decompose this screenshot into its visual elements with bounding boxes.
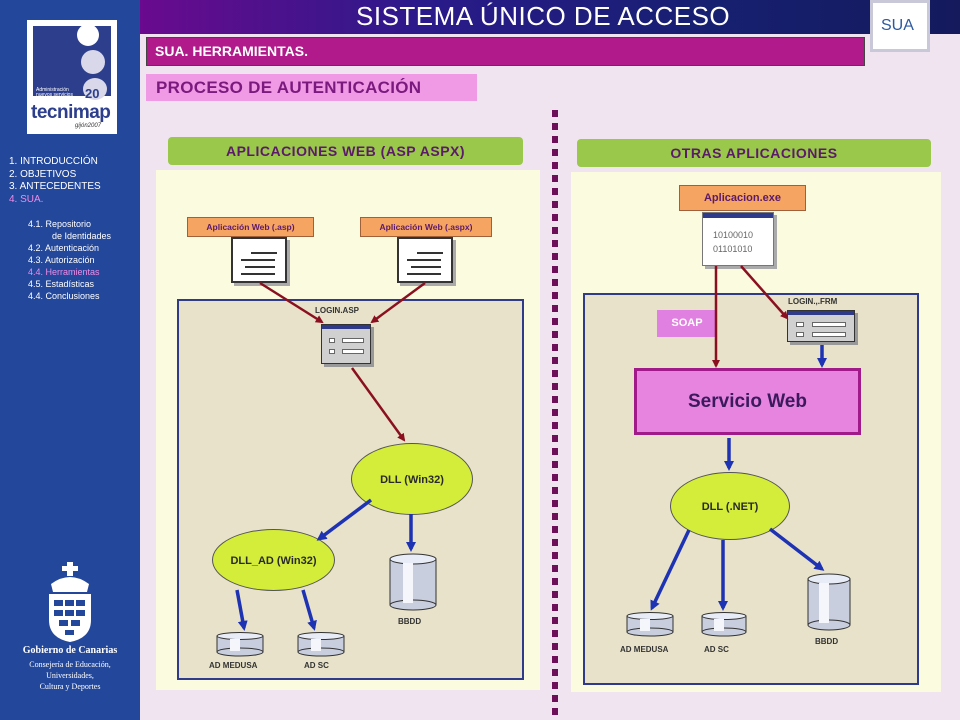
arrow-dll-to-bbdd (768, 527, 825, 571)
database-icon (216, 632, 264, 657)
servicio-web-node: Servicio Web (634, 368, 861, 435)
app-asp-label: Aplicación Web (.asp) (187, 217, 314, 237)
sua-logo-text: SUA (881, 17, 914, 34)
login-asp-label: LOGIN.ASP (315, 306, 360, 315)
arrow-exe-to-login (740, 265, 789, 320)
ad-medusa-label: AD MEDUSA (209, 661, 258, 670)
subnav-item-herramientas[interactable]: 4.4. Herramientas (28, 267, 100, 277)
gov-name: Gobierno de Canarias (22, 645, 118, 656)
dll-ad-win32-node: DLL_AD (Win32) (212, 529, 335, 591)
gov-dept-line: Universidades, (46, 671, 94, 680)
logo-place: gijón2007 (75, 123, 102, 129)
logo-admin-text: Administración nuevos servicios (36, 87, 73, 98)
nav-item-objetivos[interactable]: 2. OBJETIVOS (9, 168, 77, 180)
ad-sc-label: AD SC (304, 661, 329, 670)
binary-text: 01101010 (713, 244, 753, 254)
left-column-header: APLICACIONES WEB (ASP ASPX) (168, 137, 523, 165)
database-icon (807, 573, 851, 631)
crest-icon (49, 562, 91, 642)
document-icon (231, 237, 287, 283)
database-icon (389, 553, 437, 611)
sua-logo: SUA (870, 0, 930, 52)
section-tab: PROCESO DE AUTENTICACIÓN (146, 74, 477, 101)
arrow-asp-to-login (259, 281, 324, 324)
subnav-item-conclusiones[interactable]: 4.4. Conclusiones (28, 291, 100, 301)
subnav-item-repositorio[interactable]: 4.1. Repositorio (28, 219, 92, 229)
main-nav: 1. INTRODUCCIÓN 2. OBJETIVOS 3. ANTECEDE… (9, 156, 139, 206)
nav-item-introduccion[interactable]: 1. INTRODUCCIÓN (9, 156, 98, 167)
logo-number: 20 (85, 86, 100, 101)
subtitle-bar: SUA. HERRAMIENTAS. (146, 37, 865, 66)
ad-medusa-label: AD MEDUSA (620, 645, 669, 654)
arrow-dll-to-dllad (316, 498, 373, 541)
title-bar: SISTEMA ÚNICO DE ACCESO (140, 0, 960, 34)
arrow-dll-to-medusa (650, 529, 691, 611)
login-form-icon (787, 310, 855, 342)
gov-dept: Consejería de Educación, Universidades, … (0, 659, 140, 692)
gov-dept-line: Consejería de Educación, (29, 660, 111, 669)
tecnimap-logo: Administración nuevos servicios 20 tecni… (27, 20, 117, 134)
arrow-dllad-to-medusa (235, 589, 248, 631)
section-title: PROCESO DE AUTENTICACIÓN (156, 78, 422, 97)
logo-brand: tecnimap (31, 102, 111, 123)
right-column-header: OTRAS APLICACIONES (577, 139, 931, 167)
app-exe-label: Aplicacion.exe (679, 185, 806, 211)
nav-item-antecedentes[interactable]: 3. ANTECEDENTES (9, 181, 101, 192)
subtitle: SUA. HERRAMIENTAS. (155, 43, 308, 59)
database-icon (626, 612, 674, 637)
dll-net-node: DLL (.NET) (670, 472, 790, 540)
gov-dept-line: Cultura y Deportes (39, 682, 101, 691)
page-title: SISTEMA ÚNICO DE ACCESO (356, 1, 731, 31)
subnav-item-autenticacion[interactable]: 4.2. Autenticación (28, 243, 100, 253)
ad-sc-label: AD SC (704, 645, 729, 654)
database-icon (297, 632, 345, 657)
executable-window-icon: 10100010 01101010 (702, 212, 774, 266)
subnav-item-identidades[interactable]: de Identidades (52, 231, 112, 241)
database-icon (701, 612, 747, 637)
login-frm-label: LOGIN.,.FRM (788, 297, 838, 306)
subnav-item-autorizacion[interactable]: 4.3. Autorización (28, 255, 95, 265)
sidebar: Administración nuevos servicios 20 tecni… (0, 0, 140, 720)
login-form-icon (321, 324, 371, 364)
app-aspx-label: Aplicación Web (.aspx) (360, 217, 492, 237)
logo-graphic: Administración nuevos servicios 20 (33, 24, 111, 101)
nav-item-sua[interactable]: 4. SUA. (9, 193, 44, 205)
bbdd-label: BBDD (815, 637, 839, 646)
dotted-divider (552, 110, 558, 720)
subnav-item-estadisticas[interactable]: 4.5. Estadísticas (28, 279, 95, 289)
arrow-dllad-to-sc (301, 589, 317, 631)
soap-label: SOAP (657, 310, 717, 337)
sub-nav: 4.1. Repositorio de Identidades 4.2. Aut… (28, 218, 140, 302)
document-icon (397, 237, 453, 283)
arrow-aspx-to-login (370, 281, 426, 324)
binary-text: 10100010 (713, 230, 754, 240)
bbdd-label: BBDD (398, 617, 422, 626)
arrow-login-to-dll (350, 367, 406, 442)
